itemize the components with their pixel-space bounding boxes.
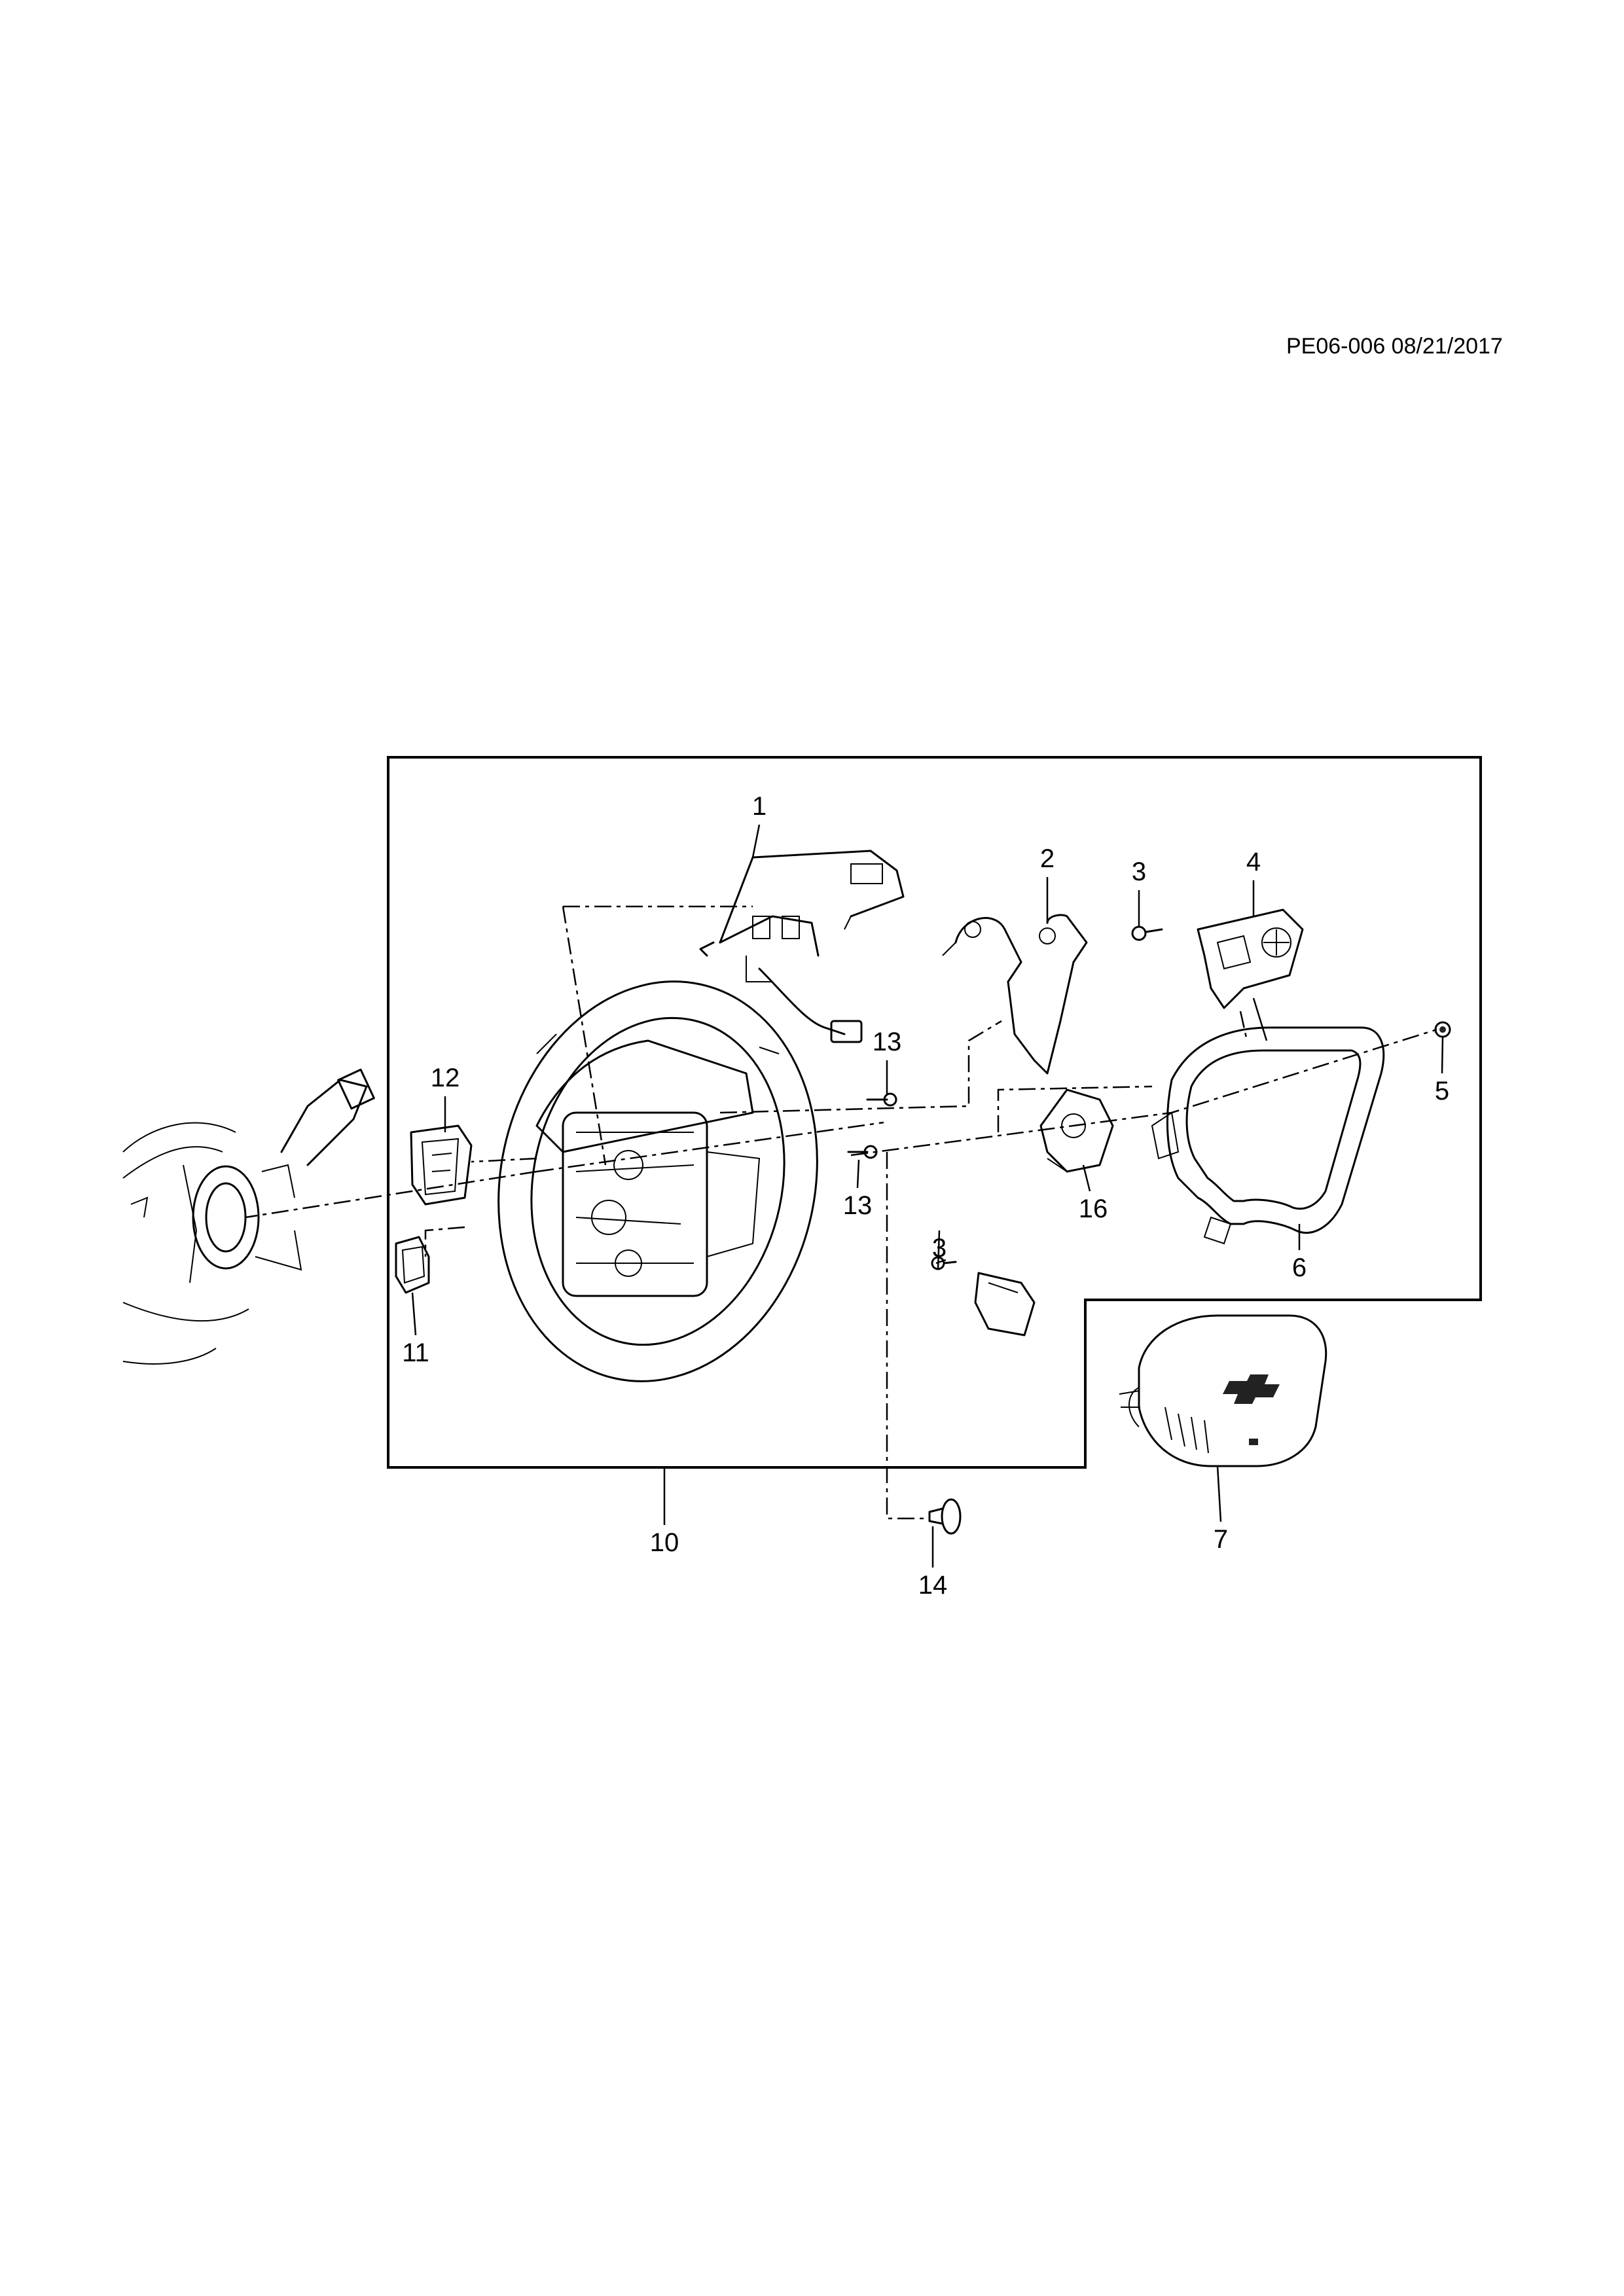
switch-cover: [410, 1124, 473, 1206]
installation-lines: [245, 905, 1437, 1520]
reference-code: PE06-006 08/21/2017: [1286, 334, 1503, 359]
callout-16: 16: [1079, 1194, 1108, 1223]
callout-12: 12: [431, 1064, 460, 1092]
bolt: [928, 1498, 962, 1535]
control-switch-harness: [942, 914, 1088, 1075]
leader-lines: [411, 824, 1444, 1568]
screw: [847, 1092, 897, 1159]
steering-column-illustration: [122, 1068, 375, 1365]
callout-labels: 1 2 3 4 5 6 7 10 11 12 13 13 3 14 16: [402, 792, 1449, 1600]
callout-3: 3: [1132, 857, 1146, 886]
airbag-module: [1119, 1314, 1327, 1467]
callout-3-lower: 3: [932, 1234, 947, 1263]
callout-13-upper: 13: [873, 1028, 902, 1056]
steering-wheel: [497, 980, 818, 1382]
callout-7: 7: [1214, 1525, 1228, 1554]
callout-6: 6: [1292, 1253, 1307, 1282]
callout-11: 11: [402, 1338, 429, 1367]
assembly-frame: [387, 756, 1482, 1469]
callout-2: 2: [1040, 844, 1055, 873]
callout-13-lower: 13: [843, 1191, 873, 1220]
switch-plate: [974, 1272, 1036, 1336]
callout-5: 5: [1435, 1077, 1449, 1105]
screw: [1131, 925, 1163, 941]
control-switch: [1039, 1088, 1114, 1173]
callout-4: 4: [1246, 848, 1261, 876]
switch-cover: [395, 1236, 430, 1294]
wiring-harness: [699, 850, 905, 1043]
callout-10: 10: [650, 1528, 679, 1557]
callout-1: 1: [752, 792, 767, 821]
screw: [1434, 1021, 1451, 1038]
callout-14: 14: [918, 1571, 948, 1600]
bezel-trim: [1151, 1026, 1385, 1245]
control-switch: [1197, 908, 1304, 1009]
